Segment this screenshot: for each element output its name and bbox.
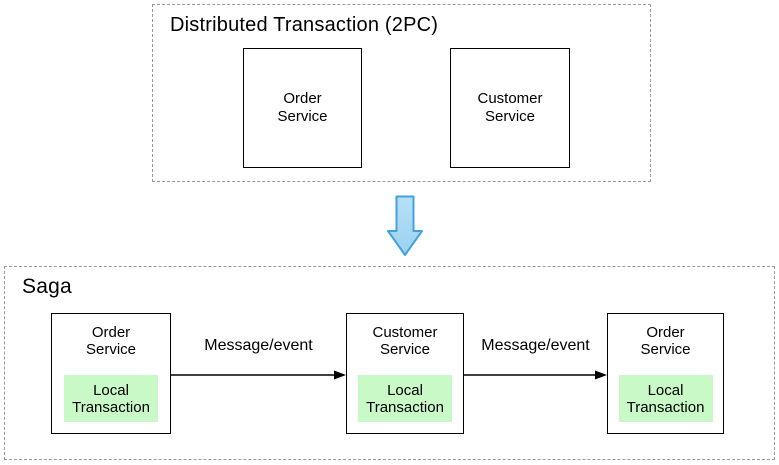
local-transaction-label-2: Local Transaction [366,381,444,416]
local-transaction-label-3: Local Transaction [626,381,705,416]
2pc-order-service-box: Order Service [243,48,362,168]
saga-group: Saga Order Service Local Transaction Mes… [4,266,775,460]
2pc-order-service-label: Order Service [277,90,328,125]
saga-customer-service-label: Customer Service [372,324,438,358]
message-event-label-1: Message/event [204,337,313,354]
saga-order-service-box-1: Order Service Local Transaction [51,313,171,434]
local-transaction-box-1: Local Transaction [64,375,158,422]
2pc-customer-service-label: Customer Service [477,90,543,125]
message-arrow-1 [171,370,346,380]
local-transaction-box-2: Local Transaction [358,375,452,422]
local-transaction-box-3: Local Transaction [618,375,713,422]
2pc-group: Distributed Transaction (2PC) Order Serv… [152,4,651,182]
down-arrow-icon [387,195,423,256]
message-event-label-2: Message/event [481,337,590,354]
2pc-customer-service-box: Customer Service [450,48,570,168]
saga-group-title: Saga [22,275,72,298]
saga-customer-service-box: Customer Service Local Transaction [346,313,464,434]
message-arrow-2 [464,370,607,380]
2pc-group-title: Distributed Transaction (2PC) [170,14,439,36]
local-transaction-label-1: Local Transaction [72,381,150,416]
saga-order-service-label-1: Order Service [85,324,137,358]
saga-order-service-box-2: Order Service Local Transaction [607,313,724,434]
saga-order-service-label-2: Order Service [640,324,691,358]
